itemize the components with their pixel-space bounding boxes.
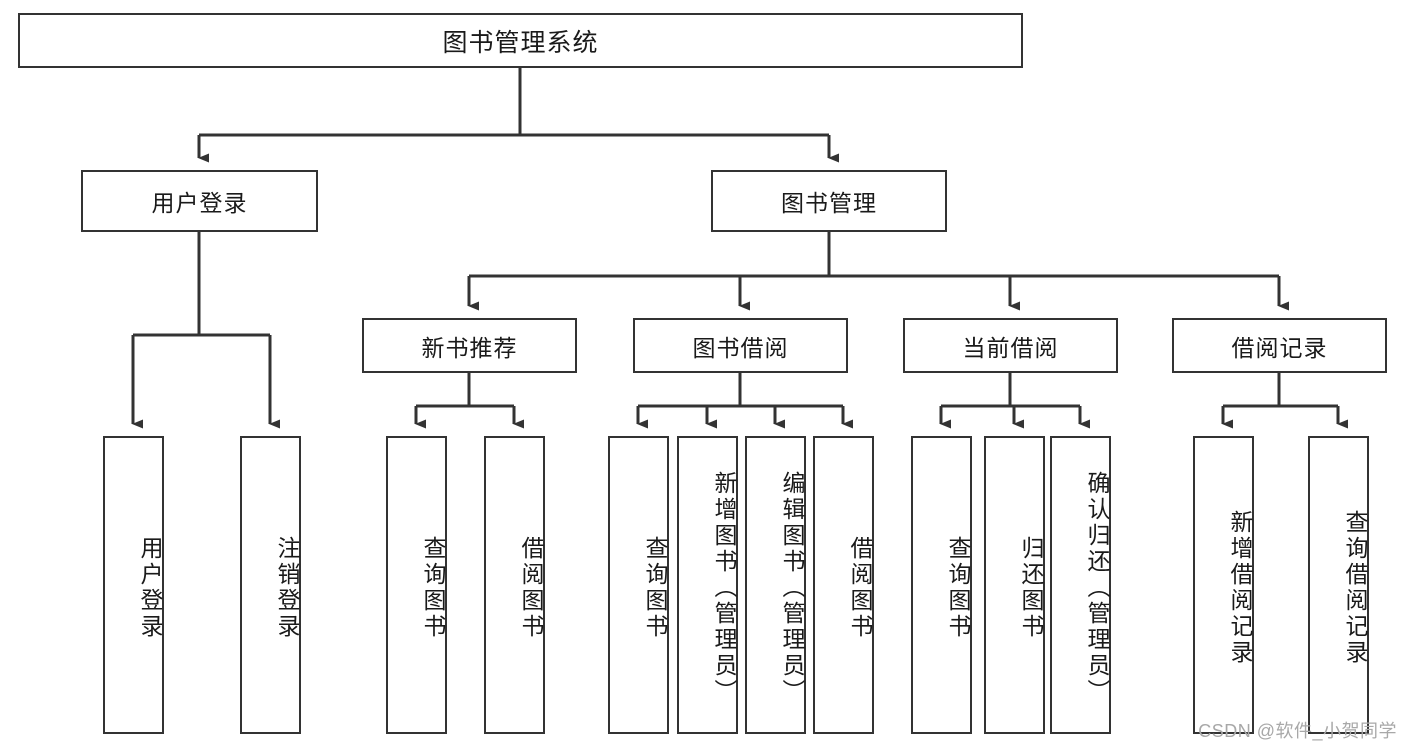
node-leaf-query-book-rec[interactable]: 查询图书 [386,436,447,734]
node-leaf-borrow-book-rec-label: 借阅图书 [518,536,544,640]
node-leaf-query-book-borrow[interactable]: 查询图书 [608,436,669,734]
node-current-borrow-label: 当前借阅 [962,334,1059,361]
node-leaf-return-book[interactable]: 归还图书 [984,436,1045,734]
node-borrow-record-label: 借阅记录 [1231,334,1328,361]
node-leaf-confirm-return-label: 确认归还（管理员） [1084,471,1110,705]
node-current-borrow[interactable]: 当前借阅 [903,318,1118,373]
node-leaf-borrow-book-label: 借阅图书 [847,536,873,640]
node-leaf-borrow-book-rec[interactable]: 借阅图书 [484,436,545,734]
node-leaf-add-borrow-record[interactable]: 新增借阅记录 [1193,436,1254,734]
node-leaf-edit-book-label: 编辑图书（管理员） [779,471,805,705]
node-book-borrow-label: 图书借阅 [692,334,789,361]
node-leaf-add-book[interactable]: 新增图书（管理员） [677,436,738,734]
node-leaf-add-borrow-record-label: 新增借阅记录 [1227,510,1253,666]
node-leaf-edit-book[interactable]: 编辑图书（管理员） [745,436,806,734]
node-leaf-query-book-borrow-label: 查询图书 [642,536,668,640]
node-new-book-recommend[interactable]: 新书推荐 [362,318,577,373]
node-root[interactable]: 图书管理系统 [18,13,1023,68]
node-leaf-user-logout-label: 注销登录 [274,536,300,640]
node-leaf-confirm-return[interactable]: 确认归还（管理员） [1050,436,1111,734]
node-book-management-label: 图书管理 [781,190,877,216]
node-leaf-query-borrow-record-label: 查询借阅记录 [1342,510,1368,666]
node-user-login[interactable]: 用户登录 [81,170,318,232]
node-root-label: 图书管理系统 [442,28,599,57]
node-book-borrow[interactable]: 图书借阅 [633,318,848,373]
node-book-management[interactable]: 图书管理 [711,170,947,232]
node-leaf-user-logout[interactable]: 注销登录 [240,436,301,734]
node-leaf-borrow-book[interactable]: 借阅图书 [813,436,874,734]
csdn-watermark: CSDN @软件_小贺同学 [1198,721,1397,741]
node-user-login-label: 用户登录 [151,190,248,216]
node-leaf-user-login[interactable]: 用户登录 [103,436,164,734]
node-leaf-query-book-current-label: 查询图书 [945,536,971,640]
node-new-book-recommend-label: 新书推荐 [421,334,518,361]
node-leaf-query-book-current[interactable]: 查询图书 [911,436,972,734]
node-leaf-add-book-label: 新增图书（管理员） [711,471,737,705]
node-leaf-user-login-label: 用户登录 [137,536,163,640]
node-leaf-query-borrow-record[interactable]: 查询借阅记录 [1308,436,1369,734]
node-borrow-record[interactable]: 借阅记录 [1172,318,1387,373]
node-leaf-query-book-rec-label: 查询图书 [420,536,446,640]
node-leaf-return-book-label: 归还图书 [1018,536,1044,640]
